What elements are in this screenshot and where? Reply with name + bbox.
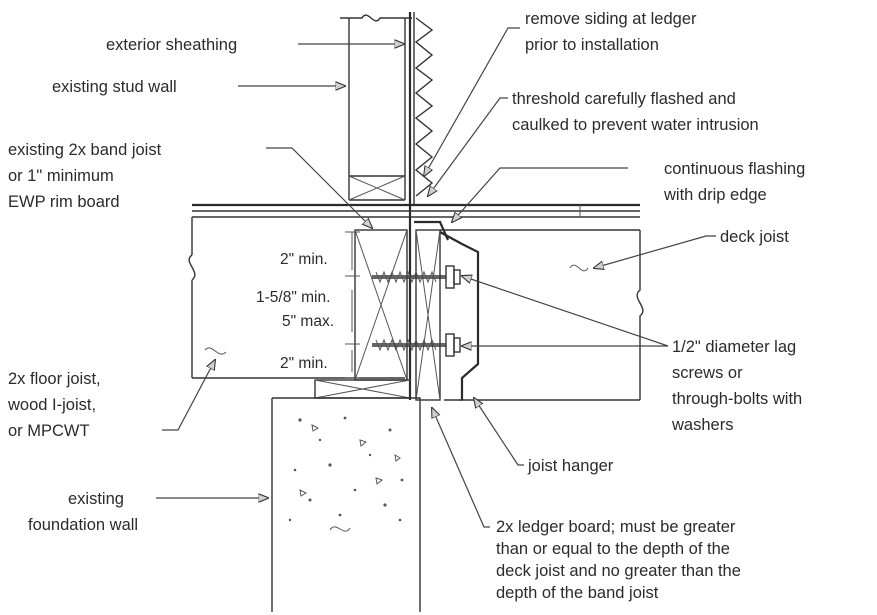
label-ledger-line-3: deck joist and no greater than the [496,562,741,580]
label-threshold-line-2: caulked to prevent water intrusion [512,116,759,134]
label-lag-line-2: screws or [672,364,743,382]
left-labels: exterior sheathing existing stud wall ex… [7,36,237,534]
label-floor-joist-line-3: or MPCWT [8,422,90,440]
existing-stud-wall-drawing [340,14,412,201]
subfloor-drawing [192,203,640,218]
right-labels: remove siding at ledger prior to install… [496,10,805,602]
label-foundation-line-1: existing [68,490,124,508]
label-ledger-line-2: than or equal to the depth of the [496,540,730,558]
dim-bottom-min: 2" min. [280,355,328,372]
label-flashing-line-1: continuous flashing [664,160,805,178]
lag-screw-top [372,265,461,289]
dimension-labels: 2" min. 1-5/8" min. 5" max. 2" min. [256,251,334,372]
label-deck-joist: deck joist [720,228,789,246]
floor-joist-drawing [188,217,405,379]
leader-lines [156,27,716,528]
foundation-wall-drawing [271,397,421,612]
label-remove-siding-line-2: prior to installation [525,36,659,54]
label-ledger-line-4: depth of the band joist [496,584,659,602]
lag-screw-bottom [372,333,461,357]
label-threshold-line-1: threshold carefully flashed and [512,90,736,108]
label-joist-hanger: joist hanger [527,457,614,475]
label-existing-stud-wall: existing stud wall [52,78,177,96]
dim-mid-min: 1-5/8" min. [256,289,330,306]
label-band-joist-line-2: or 1" minimum [8,167,114,185]
label-lag-line-4: washers [671,416,733,434]
label-lag-line-1: 1/2" diameter lag [672,338,796,356]
label-lag-line-3: through-bolts with [672,390,802,408]
dim-top-min: 2" min. [280,251,328,268]
ledger-board-drawing [415,229,441,401]
deck-joist-drawing [439,229,644,401]
continuous-flashing-drawing [414,220,450,241]
label-floor-joist-line-2: wood I-joist, [7,396,96,414]
label-remove-siding-line-1: remove siding at ledger [525,10,697,28]
label-floor-joist-line-1: 2x floor joist, [8,370,101,388]
label-ledger-line-1: 2x ledger board; must be greater [496,518,736,536]
label-exterior-sheathing: exterior sheathing [106,36,237,54]
label-foundation-line-2: foundation wall [28,516,138,534]
band-joist-drawing [314,229,411,399]
label-band-joist-line-1: existing 2x band joist [8,141,162,159]
label-band-joist-line-3: EWP rim board [8,193,120,211]
dimension-marks [345,231,360,379]
label-flashing-line-2: with drip edge [663,186,767,204]
dim-mid-max: 5" max. [282,313,334,330]
